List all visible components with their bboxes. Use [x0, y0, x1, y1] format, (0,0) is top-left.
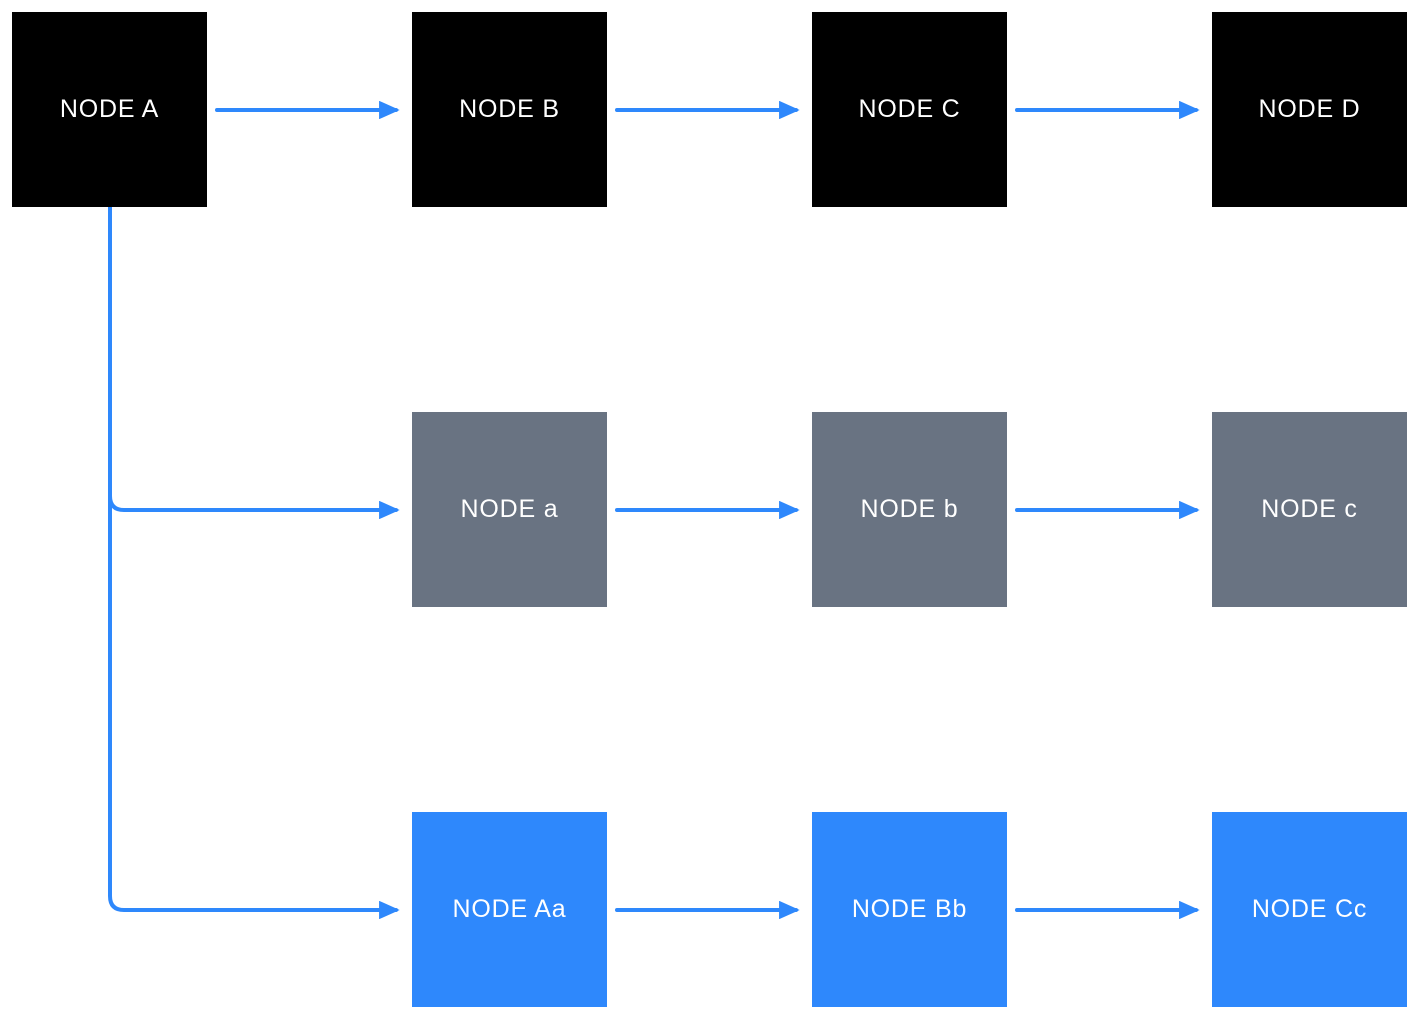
node-Cc[interactable]: NODE Cc [1212, 812, 1407, 1007]
node-B-label: NODE B [459, 95, 560, 123]
node-D-label: NODE D [1258, 95, 1361, 123]
edge-A-Aa [108, 205, 400, 920]
edge-A-a [108, 494, 400, 520]
node-Bb[interactable]: NODE Bb [812, 812, 1007, 1007]
node-Aa[interactable]: NODE Aa [412, 812, 607, 1007]
node-a-label: NODE a [460, 495, 559, 523]
node-D[interactable]: NODE D [1212, 12, 1407, 207]
node-B[interactable]: NODE B [412, 12, 607, 207]
node-c-label: NODE c [1261, 495, 1358, 523]
node-A[interactable]: NODE A [12, 12, 207, 207]
node-a[interactable]: NODE a [412, 412, 607, 607]
node-Bb-label: NODE Bb [851, 895, 968, 923]
node-Cc-label: NODE Cc [1251, 895, 1368, 923]
node-c[interactable]: NODE c [1212, 412, 1407, 607]
node-b-label: NODE b [860, 495, 959, 523]
node-A-label: NODE A [59, 95, 160, 123]
node-C[interactable]: NODE C [812, 12, 1007, 207]
node-b[interactable]: NODE b [812, 412, 1007, 607]
node-C-label: NODE C [858, 95, 961, 123]
node-Aa-label: NODE Aa [452, 895, 567, 923]
